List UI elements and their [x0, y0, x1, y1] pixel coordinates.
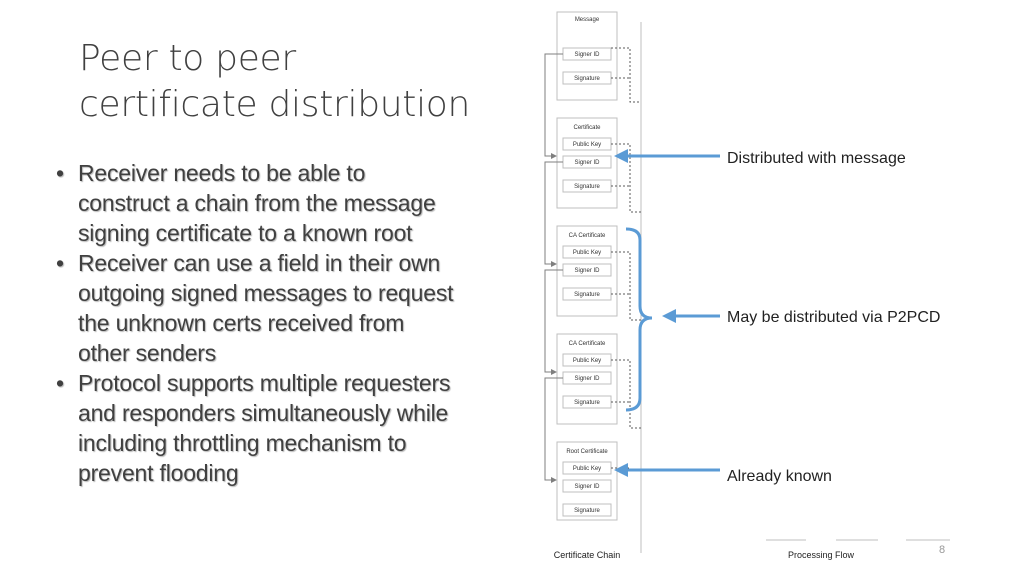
bullet-line: and responders simultaneously while — [78, 400, 449, 426]
annotation-p2pcd: May be distributed via P2PCD — [727, 309, 940, 326]
field-label: Signature — [574, 508, 600, 514]
field-label: Signature — [574, 184, 600, 190]
bullet-list: Receiver needs to be able to construct a… — [56, 158, 516, 488]
field-label: Signature — [574, 400, 600, 406]
arrow-head — [614, 463, 628, 477]
dashed-connector — [611, 251, 641, 321]
block-label: Certificate — [573, 125, 601, 131]
processing-dashes — [611, 47, 641, 469]
field-label: Signer ID — [574, 160, 600, 166]
title-line-1: Peer to peer — [79, 38, 296, 79]
arrow-head — [662, 309, 676, 323]
bullet-line: outgoing signed messages to request — [78, 280, 454, 306]
field-label: Public Key — [573, 466, 601, 472]
block-label: CA Certificate — [569, 341, 606, 347]
signer-id-links — [544, 53, 563, 483]
field-label: Signature — [574, 76, 600, 82]
bullet-line: prevent flooding — [78, 460, 239, 486]
bullet-item: Protocol supports multiple requesters an… — [56, 368, 516, 488]
arrow-head — [614, 149, 628, 163]
bullet-line: signing certificate to a known root — [78, 220, 413, 246]
chain-block-ca-certificate-1: CA Certificate Public Key Signer ID Sign… — [556, 225, 618, 317]
bullet-line: the unknown certs received from — [78, 310, 405, 336]
dashed-connector — [611, 143, 641, 213]
bullet-line: construct a chain from the message — [78, 190, 436, 216]
slide-title: Peer to peer certificate distribution — [79, 36, 519, 128]
bullet-line: Receiver needs to be able to — [78, 160, 366, 186]
annotation-distributed: Distributed with message — [727, 150, 906, 167]
field-label: Signer ID — [574, 484, 600, 490]
link-connector — [544, 161, 563, 267]
bullet-line: Protocol supports multiple requesters — [78, 370, 451, 396]
field-label: Public Key — [573, 142, 601, 148]
bullet-item: Receiver needs to be able to construct a… — [56, 158, 516, 248]
bullet-line: other senders — [78, 340, 217, 366]
link-connector — [544, 377, 563, 483]
title-line-2: certificate distribution — [79, 84, 471, 125]
dashed-connector — [611, 47, 641, 103]
chain-block-message: Message Signer ID Signature — [556, 11, 618, 101]
bullet-item: Receiver can use a field in their own ou… — [56, 248, 516, 368]
chain-block-certificate: Certificate Public Key Signer ID Signatu… — [556, 117, 618, 209]
annotation-known: Already known — [727, 468, 832, 485]
footer-certificate-chain: Certificate Chain — [554, 550, 621, 560]
field-box — [562, 503, 612, 517]
block-label: CA Certificate — [569, 233, 606, 239]
dashed-connector — [611, 359, 641, 429]
field-label: Signer ID — [574, 52, 600, 58]
bullet-line: including throttling mechanism to — [78, 430, 407, 456]
field-label: Signature — [574, 292, 600, 298]
chain-block-ca-certificate-2: CA Certificate Public Key Signer ID Sign… — [556, 333, 618, 425]
link-connector — [544, 269, 563, 375]
chain-block-root-certificate: Root Certificate Public Key Signer ID Si… — [556, 441, 618, 521]
footer-processing-flow: Processing Flow — [788, 550, 855, 560]
field-box — [562, 479, 612, 493]
block-label: Message — [575, 17, 600, 23]
field-label: Signer ID — [574, 268, 600, 274]
bullet-line: Receiver can use a field in their own — [78, 250, 441, 276]
page-number: 8 — [939, 544, 945, 556]
link-connector — [544, 53, 563, 159]
ca-brace — [625, 227, 653, 412]
field-label: Signer ID — [574, 376, 600, 382]
field-label: Public Key — [573, 358, 601, 364]
block-label: Root Certificate — [566, 449, 608, 455]
annotation-arrows — [614, 149, 720, 477]
field-label: Public Key — [573, 250, 601, 256]
